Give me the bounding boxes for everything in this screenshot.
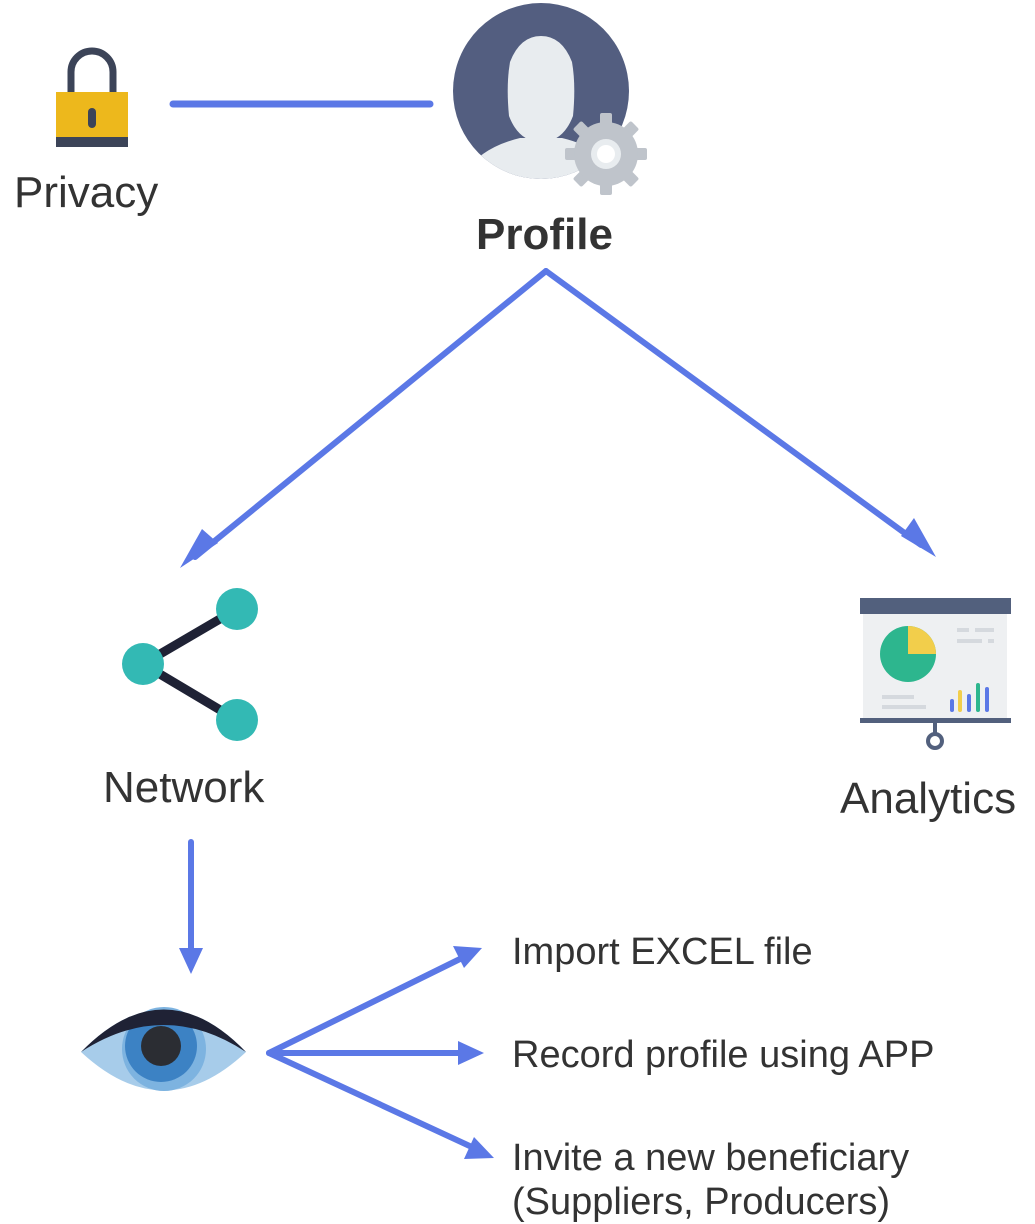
privacy-label: Privacy [14, 168, 159, 217]
arrowhead-import [453, 946, 482, 968]
action-invite-line1: Invite a new beneficiary [512, 1137, 910, 1179]
analytics-label: Analytics [840, 774, 1017, 823]
user-settings-icon [453, 3, 647, 195]
lock-icon [56, 47, 128, 147]
gear-icon [565, 113, 647, 195]
arrowhead-invite [464, 1137, 494, 1159]
connector-view-invite [266, 1050, 477, 1151]
arrowhead-record [458, 1041, 484, 1065]
arrowhead-network [180, 529, 218, 568]
share-network-icon [122, 588, 258, 741]
profile-label: Profile [476, 210, 613, 259]
connector-profile-analytics [543, 268, 924, 548]
action-import-excel: Import EXCEL file [512, 931, 813, 973]
arrowhead-view [179, 948, 203, 974]
arrowhead-analytics [901, 518, 936, 557]
connector-profile-network [192, 268, 549, 560]
connector-view-import [266, 955, 465, 1056]
action-invite-beneficiary: Invite a new beneficiary (Suppliers, Pro… [512, 1136, 909, 1224]
network-label: Network [103, 763, 265, 812]
connectors [169, 100, 936, 1159]
action-invite-line2: (Suppliers, Producers) [512, 1181, 891, 1223]
presentation-chart-icon [860, 598, 1011, 750]
eye-icon [81, 1007, 246, 1091]
action-record-profile: Record profile using APP [512, 1034, 935, 1076]
